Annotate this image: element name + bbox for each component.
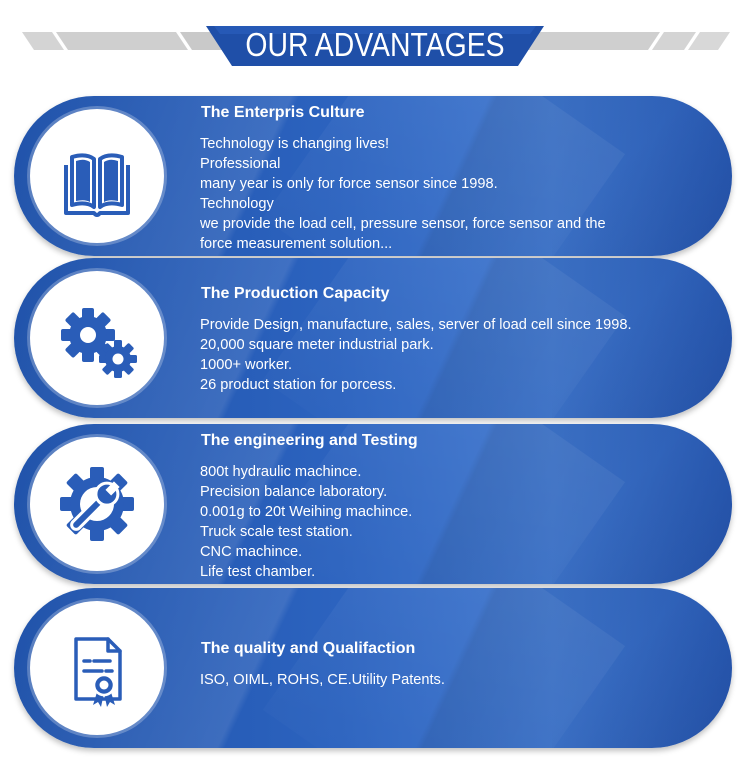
row-line: 26 product station for porcess.	[200, 377, 397, 393]
gears-icon	[61, 308, 137, 378]
row-title: The Production Capacity	[201, 285, 390, 302]
row-line: many year is only for force sensor since…	[200, 176, 498, 192]
advantage-row-engineering: The engineering and Testing 800t hydraul…	[14, 424, 732, 584]
row-text: Provide Design, manufacture, sales, serv…	[200, 315, 632, 395]
gear-wrench-icon	[60, 467, 134, 541]
icon-disc	[30, 109, 164, 243]
row-text: 800t hydraulic machince. Precision balan…	[200, 462, 412, 582]
open-book-icon	[64, 153, 130, 217]
icon-disc	[30, 437, 164, 571]
certificate-icon	[74, 637, 122, 707]
icon-disc	[30, 601, 164, 735]
row-line: Truck scale test station.	[200, 524, 353, 540]
row-line: Technology is changing lives!	[200, 136, 390, 152]
row-line: ISO, OIML, ROHS, CE.Utility Patents.	[200, 672, 445, 688]
advantage-row-culture: The Enterpris Culture Technology is chan…	[14, 96, 732, 256]
advantage-row-production: The Production Capacity Provide Design, …	[14, 258, 732, 418]
page-title: OUR ADVANTAGES	[245, 26, 505, 63]
advantage-row-quality: The quality and Qualifaction ISO, OIML, …	[14, 588, 732, 748]
row-line: Technology	[200, 196, 274, 212]
header-banner: OUR ADVANTAGES	[0, 0, 750, 80]
row-line: CNC machince.	[200, 544, 303, 560]
row-line: 0.001g to 20t Weihing machince.	[200, 504, 413, 520]
row-line: Life test chamber.	[200, 564, 316, 580]
row-text: ISO, OIML, ROHS, CE.Utility Patents.	[200, 670, 445, 690]
row-line: 20,000 square meter industrial park.	[200, 337, 434, 353]
row-text: Technology is changing lives! Profession…	[200, 134, 606, 254]
row-line: force measurement solution...	[200, 236, 393, 252]
row-line: Professional	[200, 156, 281, 172]
row-line: Provide Design, manufacture, sales, serv…	[200, 317, 632, 333]
row-line: 1000+ worker.	[200, 357, 293, 373]
banner-graphic	[22, 26, 730, 66]
row-title: The quality and Qualifaction	[201, 640, 416, 657]
row-line: we provide the load cell, pressure senso…	[200, 216, 606, 232]
row-line: Precision balance laboratory.	[200, 484, 388, 500]
row-title: The Enterpris Culture	[201, 104, 365, 121]
row-line: 800t hydraulic machince.	[200, 464, 362, 480]
icon-disc	[30, 271, 164, 405]
row-title: The engineering and Testing	[201, 432, 418, 449]
